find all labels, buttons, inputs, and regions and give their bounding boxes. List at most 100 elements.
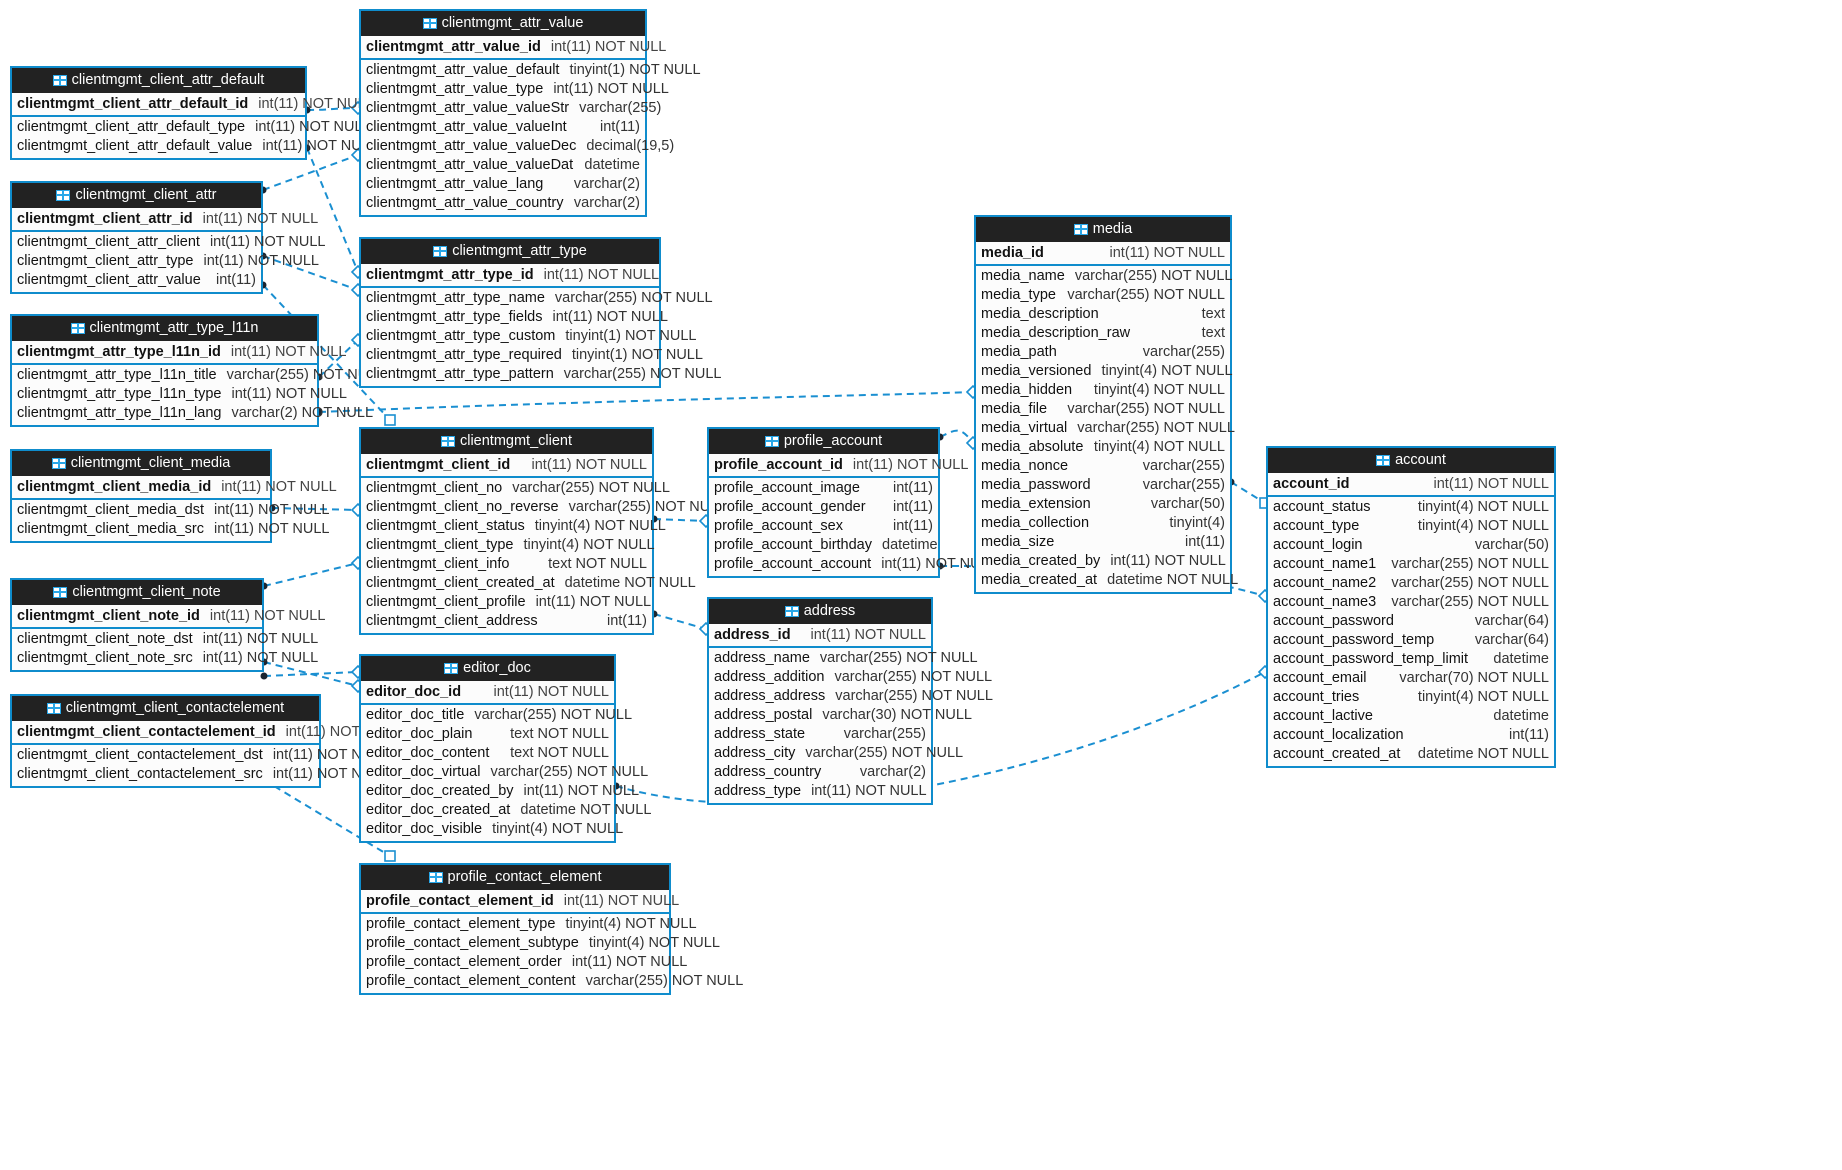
column-row[interactable]: media_filevarchar(255) NOT NULL <box>976 400 1230 419</box>
column-row[interactable]: profile_contact_element_subtypetinyint(4… <box>361 934 720 953</box>
column-row[interactable]: address_statevarchar(255) <box>709 725 931 744</box>
column-row[interactable]: clientmgmt_client_contactelement_dstint(… <box>12 746 388 765</box>
column-row[interactable]: clientmgmt_client_infotext NOT NULL <box>361 555 652 574</box>
column-row[interactable]: address_additionvarchar(255) NOT NULL <box>709 668 992 687</box>
column-row[interactable]: media_collectiontinyint(4) <box>976 514 1230 533</box>
er-table-profile_contact_element[interactable]: profile_contact_elementprofile_contact_e… <box>359 863 743 995</box>
column-row[interactable]: profile_contact_element_typetinyint(4) N… <box>361 915 697 934</box>
column-row[interactable]: media_versionedtinyint(4) NOT NULL <box>976 362 1233 381</box>
column-row[interactable]: address_namevarchar(255) NOT NULL <box>709 649 978 668</box>
column-row[interactable]: media_virtualvarchar(255) NOT NULL <box>976 419 1235 438</box>
column-row[interactable]: clientmgmt_attr_value_valueDecdecimal(19… <box>361 137 674 156</box>
column-row[interactable]: address_countryvarchar(2) <box>709 763 931 782</box>
column-row[interactable]: clientmgmt_client_attr_default_typeint(1… <box>12 118 371 137</box>
column-row[interactable]: account_password_temp_limitdatetime <box>1268 650 1554 669</box>
column-row[interactable]: media_namevarchar(255) NOT NULL <box>976 267 1233 286</box>
er-table-profile_account[interactable]: profile_accountprofile_account_idint(11)… <box>707 427 997 578</box>
column-row[interactable]: account_password_tempvarchar(64) <box>1268 631 1554 650</box>
column-row[interactable]: clientmgmt_attr_type_patternvarchar(255)… <box>361 365 721 384</box>
column-row[interactable]: media_created_atdatetime NOT NULL <box>976 571 1238 590</box>
primary-key-row[interactable]: clientmgmt_client_contactelement_idint(1… <box>12 721 401 745</box>
column-row[interactable]: clientmgmt_attr_type_namevarchar(255) NO… <box>361 289 713 308</box>
er-table-clientmgmt_client_contactelement[interactable]: clientmgmt_client_contactelementclientmg… <box>10 694 401 788</box>
column-row[interactable]: clientmgmt_client_contactelement_srcint(… <box>12 765 388 784</box>
primary-key-row[interactable]: clientmgmt_client_note_idint(11) NOT NUL… <box>12 605 325 629</box>
column-row[interactable]: clientmgmt_attr_type_l11n_typeint(11) NO… <box>12 385 347 404</box>
primary-key-row[interactable]: address_idint(11) NOT NULL <box>709 624 931 648</box>
column-row[interactable]: clientmgmt_attr_value_countryvarchar(2) <box>361 194 645 213</box>
primary-key-row[interactable]: clientmgmt_client_media_idint(11) NOT NU… <box>12 476 337 500</box>
column-row[interactable]: clientmgmt_client_novarchar(255) NOT NUL… <box>361 479 670 498</box>
column-row[interactable]: account_statustinyint(4) NOT NULL <box>1268 498 1554 517</box>
column-row[interactable]: clientmgmt_attr_type_requiredtinyint(1) … <box>361 346 703 365</box>
column-row[interactable]: media_absolutetinyint(4) NOT NULL <box>976 438 1230 457</box>
column-row[interactable]: clientmgmt_attr_value_defaulttinyint(1) … <box>361 61 701 80</box>
column-row[interactable]: clientmgmt_attr_value_valueStrvarchar(25… <box>361 99 661 118</box>
column-row[interactable]: editor_doc_created_byint(11) NOT NULL <box>361 782 639 801</box>
column-row[interactable]: media_descriptiontext <box>976 305 1230 324</box>
er-table-address[interactable]: addressaddress_idint(11) NOT NULLaddress… <box>707 597 993 805</box>
primary-key-row[interactable]: editor_doc_idint(11) NOT NULL <box>361 681 614 705</box>
er-table-clientmgmt_attr_type_l11n[interactable]: clientmgmt_attr_type_l11nclientmgmt_attr… <box>10 314 384 427</box>
er-table-clientmgmt_client_attr_default[interactable]: clientmgmt_client_attr_defaultclientmgmt… <box>10 66 378 160</box>
column-row[interactable]: clientmgmt_attr_value_langvarchar(2) <box>361 175 645 194</box>
primary-key-row[interactable]: clientmgmt_client_idint(11) NOT NULL <box>361 454 652 478</box>
primary-key-row[interactable]: profile_account_idint(11) NOT NULL <box>709 454 968 478</box>
column-row[interactable]: account_created_atdatetime NOT NULL <box>1268 745 1554 764</box>
column-row[interactable]: media_description_rawtext <box>976 324 1230 343</box>
column-row[interactable]: profile_contact_element_contentvarchar(2… <box>361 972 743 991</box>
column-row[interactable]: account_typetinyint(4) NOT NULL <box>1268 517 1554 536</box>
column-row[interactable]: clientmgmt_client_addressint(11) <box>361 612 652 631</box>
column-row[interactable]: account_name1varchar(255) NOT NULL <box>1268 555 1554 574</box>
column-row[interactable]: clientmgmt_client_attr_valueint(11) <box>12 271 261 290</box>
column-row[interactable]: clientmgmt_client_attr_default_valueint(… <box>12 137 378 156</box>
column-row[interactable]: address_addressvarchar(255) NOT NULL <box>709 687 993 706</box>
primary-key-row[interactable]: account_idint(11) NOT NULL <box>1268 473 1554 497</box>
column-row[interactable]: account_name2varchar(255) NOT NULL <box>1268 574 1554 593</box>
column-row[interactable]: clientmgmt_client_statustinyint(4) NOT N… <box>361 517 666 536</box>
primary-key-row[interactable]: clientmgmt_attr_value_idint(11) NOT NULL <box>361 36 666 60</box>
column-row[interactable]: account_name3varchar(255) NOT NULL <box>1268 593 1554 612</box>
primary-key-row[interactable]: clientmgmt_client_attr_default_idint(11)… <box>12 93 374 117</box>
column-row[interactable]: editor_doc_virtualvarchar(255) NOT NULL <box>361 763 648 782</box>
er-table-clientmgmt_client_note[interactable]: clientmgmt_client_noteclientmgmt_client_… <box>10 578 325 672</box>
column-row[interactable]: clientmgmt_client_profileint(11) NOT NUL… <box>361 593 652 612</box>
column-row[interactable]: profile_contact_element_orderint(11) NOT… <box>361 953 687 972</box>
column-row[interactable]: media_noncevarchar(255) <box>976 457 1230 476</box>
column-row[interactable]: editor_doc_contenttext NOT NULL <box>361 744 614 763</box>
column-row[interactable]: profile_account_birthdaydatetime <box>709 536 938 555</box>
column-row[interactable]: media_extensionvarchar(50) <box>976 495 1230 514</box>
column-row[interactable]: address_postalvarchar(30) NOT NULL <box>709 706 972 725</box>
column-row[interactable]: clientmgmt_attr_type_l11n_langvarchar(2)… <box>12 404 373 423</box>
column-row[interactable]: clientmgmt_attr_value_typeint(11) NOT NU… <box>361 80 669 99</box>
column-row[interactable]: clientmgmt_attr_type_fieldsint(11) NOT N… <box>361 308 668 327</box>
column-row[interactable]: media_created_byint(11) NOT NULL <box>976 552 1230 571</box>
column-row[interactable]: media_typevarchar(255) NOT NULL <box>976 286 1230 305</box>
primary-key-row[interactable]: profile_contact_element_idint(11) NOT NU… <box>361 890 679 914</box>
column-row[interactable]: clientmgmt_client_attr_clientint(11) NOT… <box>12 233 325 252</box>
primary-key-row[interactable]: clientmgmt_attr_type_idint(11) NOT NULL <box>361 264 659 288</box>
primary-key-row[interactable]: clientmgmt_client_attr_idint(11) NOT NUL… <box>12 208 318 232</box>
column-row[interactable]: clientmgmt_client_typetinyint(4) NOT NUL… <box>361 536 655 555</box>
column-row[interactable]: editor_doc_plaintext NOT NULL <box>361 725 614 744</box>
column-row[interactable]: profile_account_accountint(11) NOT NULL <box>709 555 997 574</box>
column-row[interactable]: profile_account_genderint(11) <box>709 498 938 517</box>
er-table-media[interactable]: mediamedia_idint(11) NOT NULLmedia_namev… <box>974 215 1238 594</box>
column-row[interactable]: clientmgmt_attr_value_valueDatdatetime <box>361 156 645 175</box>
column-row[interactable]: clientmgmt_client_note_srcint(11) NOT NU… <box>12 649 318 668</box>
column-row[interactable]: clientmgmt_attr_type_l11n_titlevarchar(2… <box>12 366 384 385</box>
column-row[interactable]: clientmgmt_client_note_dstint(11) NOT NU… <box>12 630 318 649</box>
er-table-clientmgmt_client_attr[interactable]: clientmgmt_client_attrclientmgmt_client_… <box>10 181 325 294</box>
primary-key-row[interactable]: media_idint(11) NOT NULL <box>976 242 1230 266</box>
column-row[interactable]: clientmgmt_client_media_srcint(11) NOT N… <box>12 520 329 539</box>
column-row[interactable]: clientmgmt_attr_type_customtinyint(1) NO… <box>361 327 696 346</box>
er-table-clientmgmt_attr_type[interactable]: clientmgmt_attr_typeclientmgmt_attr_type… <box>359 237 721 388</box>
er-table-editor_doc[interactable]: editor_doceditor_doc_idint(11) NOT NULLe… <box>359 654 651 843</box>
column-row[interactable]: clientmgmt_client_attr_typeint(11) NOT N… <box>12 252 319 271</box>
column-row[interactable]: media_pathvarchar(255) <box>976 343 1230 362</box>
column-row[interactable]: address_cityvarchar(255) NOT NULL <box>709 744 963 763</box>
column-row[interactable]: clientmgmt_attr_value_valueIntint(11) <box>361 118 645 137</box>
column-row[interactable]: clientmgmt_client_no_reversevarchar(255)… <box>361 498 726 517</box>
column-row[interactable]: editor_doc_titlevarchar(255) NOT NULL <box>361 706 632 725</box>
column-row[interactable]: account_passwordvarchar(64) <box>1268 612 1554 631</box>
